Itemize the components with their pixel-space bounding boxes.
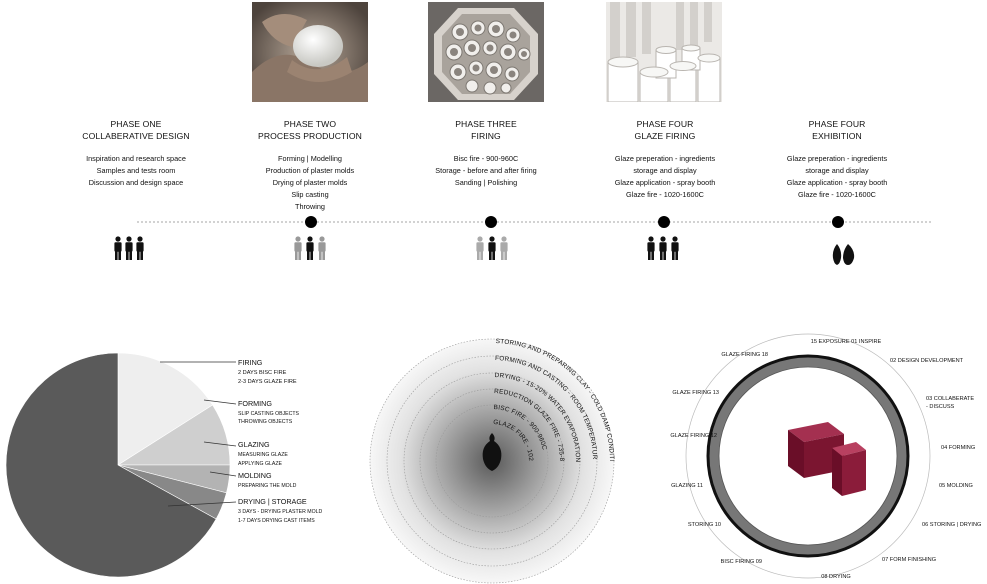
phase-description: Inspiration and research space Samples a… xyxy=(51,153,221,189)
pie-leader-lines xyxy=(160,361,237,507)
pie-sublabel: THROWING OBJECTS xyxy=(238,419,293,425)
phase-line: Production of plaster molds xyxy=(265,166,355,175)
phase-line: Glaze preperation - ingredients xyxy=(786,154,888,163)
phase-line: Sanding | Polishing xyxy=(454,178,518,187)
phase-description: Glaze preperation - ingredients storage … xyxy=(752,153,922,201)
phase-one: PHASE ONE COLLABERATIVE DESIGN Inspirati… xyxy=(51,118,221,189)
phase-description: Forming | Modelling Production of plaste… xyxy=(225,153,395,213)
pie-sublabel: 1-7 DAYS DRYING CAST ITEMS xyxy=(238,518,315,524)
phase-title: PHASE THREE xyxy=(455,119,517,129)
cycle-label: 08 DRYING xyxy=(821,574,850,580)
cycle-label: - DISCUSS xyxy=(926,404,955,410)
pie-slice xyxy=(5,352,217,578)
pie-sublabel: 2 DAYS BISC FIRE xyxy=(238,370,287,376)
people-icon xyxy=(476,236,508,260)
pie-label: GLAZING xyxy=(238,440,270,449)
pie-label: FORMING xyxy=(238,399,272,408)
cycle-label: 07 FORM FINISHING xyxy=(882,557,936,563)
phase-line: Glaze fire - 1020-1600C xyxy=(626,190,704,199)
cycle-label: GLAZING 11 xyxy=(671,483,703,489)
phase-line: Glaze fire - 1020-1600C xyxy=(798,190,876,199)
phase-line: Drying of plaster molds xyxy=(272,178,348,187)
phase-title: PHASE ONE xyxy=(110,119,162,129)
phase-line: storage and display xyxy=(633,166,697,175)
pie-sublabel: APPLYING GLAZE xyxy=(238,461,283,467)
cycle-label: GLAZE FIRING 12 xyxy=(670,433,717,439)
phase-four-exhibition: PHASE FOUR EXHIBITION Glaze preperation … xyxy=(752,118,922,201)
phase-subtitle: COLLABERATIVE DESIGN xyxy=(82,131,190,141)
phase-line: Throwing xyxy=(294,202,325,211)
cycle-label: 03 COLLABERATE xyxy=(926,396,974,402)
phase-subtitle: FIRING xyxy=(471,131,501,141)
cycle-label: 02 DESIGN DEVELOPMENT xyxy=(890,358,964,364)
phase-line: Samples and tests room xyxy=(96,166,176,175)
photo-cylinders xyxy=(606,2,722,102)
pie-labels: FIRING 2 DAYS BISC FIRE 2-3 DAYS GLAZE F… xyxy=(238,358,323,524)
pie-sublabel: 3 DAYS - DRYING PLASTER MOLD xyxy=(238,509,323,515)
phase-subtitle: PROCESS PRODUCTION xyxy=(258,131,362,141)
phase-subtitle: EXHIBITION xyxy=(812,131,862,141)
pie-label: FIRING xyxy=(238,358,263,367)
photo-kiln-tubes xyxy=(428,2,544,102)
time-pie-chart: FIRING 2 DAYS BISC FIRE 2-3 DAYS GLAZE F… xyxy=(5,352,323,578)
phase-line: Forming | Modelling xyxy=(278,154,342,163)
cycle-label: STORING 10 xyxy=(688,522,721,528)
pie-label: MOLDING xyxy=(238,471,272,480)
pie-sublabel: PREPARING THE MOLD xyxy=(238,483,297,489)
phase-four-glaze: PHASE FOUR GLAZE FIRING Glaze preperatio… xyxy=(580,118,750,201)
cycle-label: 04 FORMING xyxy=(941,445,975,451)
cycle-label: GLAZE FIRING 13 xyxy=(672,390,719,396)
pie-sublabel: SLIP CASTING OBJECTS xyxy=(238,411,300,417)
timeline-dot xyxy=(658,216,670,228)
phase-line: Discussion and design space xyxy=(88,178,184,187)
phase-title: PHASE TWO xyxy=(283,119,337,129)
phase-line: Glaze application - spray booth xyxy=(786,178,888,187)
cycle-label: GLAZE FIRING 18 xyxy=(721,352,768,358)
pie-slice xyxy=(117,352,213,466)
phase-line: Glaze preperation - ingredients xyxy=(614,154,716,163)
phase-line: Inspiration and research space xyxy=(86,154,186,163)
cycle-label: 15 EXPOSURE 01 INSPIRE xyxy=(811,339,882,345)
process-cycle: 15 EXPOSURE 01 INSPIRE 02 DESIGN DEVELOP… xyxy=(670,333,981,580)
timeline-dot xyxy=(832,216,844,228)
phase-line: Glaze application - spray booth xyxy=(614,178,716,187)
cycle-label: 06 STORING | DRYING xyxy=(922,522,981,528)
pie-sublabel: MEASURING GLAZE xyxy=(238,452,288,458)
timeline xyxy=(114,216,932,265)
phase-subtitle: GLAZE FIRING xyxy=(634,131,696,141)
vase-icon xyxy=(482,433,502,471)
phase-title: PHASE FOUR xyxy=(808,119,866,129)
phase-three: PHASE THREE FIRING Bisc fire - 900-960C … xyxy=(401,118,571,189)
timeline-dot xyxy=(485,216,497,228)
cycle-label: 05 MOLDING xyxy=(939,483,973,489)
people-icon xyxy=(294,236,326,260)
phase-two: PHASE TWO PROCESS PRODUCTION Forming | M… xyxy=(225,118,395,213)
phase-description: Glaze preperation - ingredients storage … xyxy=(580,153,750,201)
phase-line: Slip casting xyxy=(291,190,329,199)
pie-sublabel: 2-3 DAYS GLAZE FIRE xyxy=(238,379,297,385)
people-icon xyxy=(114,236,144,260)
kiln-block-icon xyxy=(788,422,866,496)
phase-line: storage and display xyxy=(805,166,869,175)
photo-hands-clay xyxy=(252,2,368,102)
people-icon xyxy=(647,236,679,260)
phase-title: PHASE FOUR xyxy=(636,119,694,129)
phase-line: Bisc fire - 900-960C xyxy=(453,154,519,163)
phase-description: Bisc fire - 900-960C Storage - before an… xyxy=(401,153,571,189)
vase-icon xyxy=(832,244,855,265)
cycle-label: BISC FIRING 09 xyxy=(721,559,762,565)
temperature-rings: STORING AND PREPARING CLAY - COLD DAMP C… xyxy=(368,315,615,584)
phase-line: Storage - before and after firing xyxy=(435,166,537,175)
timeline-dot xyxy=(305,216,317,228)
pie-label: DRYING | STORAGE xyxy=(238,497,307,506)
